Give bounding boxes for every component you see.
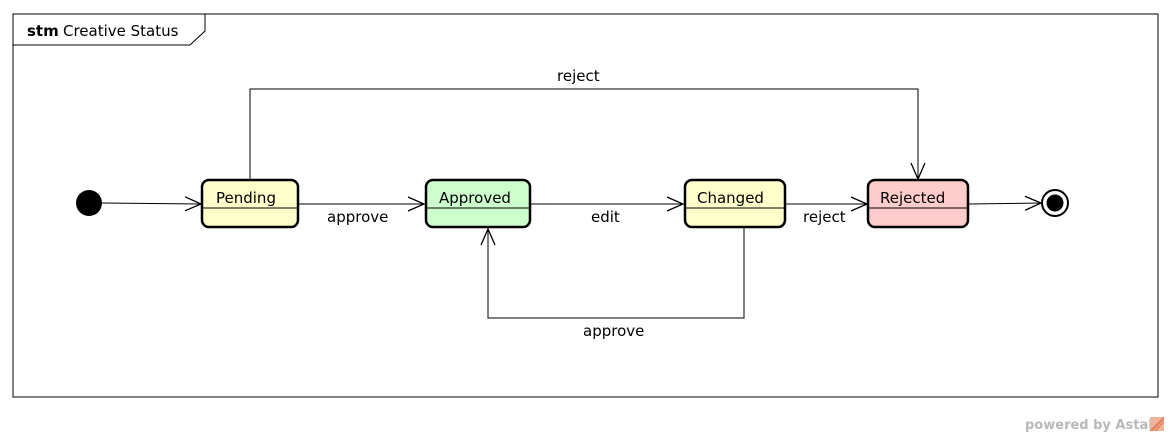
transition-pending-rejected[interactable] <box>249 88 926 181</box>
transition-changed-approved[interactable] <box>480 227 745 319</box>
transition-label-edit: edit <box>591 208 620 226</box>
transition-label-approve: approve <box>327 208 388 226</box>
diagram-frame: stm Creative Status <box>12 13 1159 398</box>
state-approved-box <box>424 178 532 229</box>
state-approved-name: Approved <box>439 189 511 207</box>
frame-title: Creative Status <box>63 22 179 40</box>
transition-rejected-final[interactable] <box>968 195 1043 211</box>
transitions: approve edit reject reject approve <box>101 67 1043 340</box>
state-changed[interactable]: Changed <box>683 178 787 229</box>
state-approved[interactable]: Approved <box>424 178 532 229</box>
transition-initial-pending[interactable] <box>101 196 203 212</box>
transition-label-reject-top: reject <box>557 67 600 85</box>
state-pending-box <box>200 178 300 229</box>
state-rejected[interactable]: Rejected <box>866 178 970 229</box>
initial-state[interactable] <box>76 190 102 216</box>
state-changed-box <box>683 178 787 229</box>
transition-label-reject: reject <box>803 208 846 226</box>
final-state[interactable] <box>1041 189 1069 217</box>
astah-logo-icon <box>1149 416 1165 432</box>
frame-keyword: stm <box>27 22 59 40</box>
watermark-text: powered by Astah <box>1025 418 1157 433</box>
state-rejected-box <box>866 178 970 229</box>
transition-label-approve-bottom: approve <box>583 322 644 340</box>
state-pending[interactable]: Pending <box>200 178 300 229</box>
state-changed-name: Changed <box>697 189 764 207</box>
astah-watermark: powered by Astah <box>1025 416 1165 433</box>
state-pending-name: Pending <box>216 189 276 207</box>
state-rejected-name: Rejected <box>880 189 945 207</box>
